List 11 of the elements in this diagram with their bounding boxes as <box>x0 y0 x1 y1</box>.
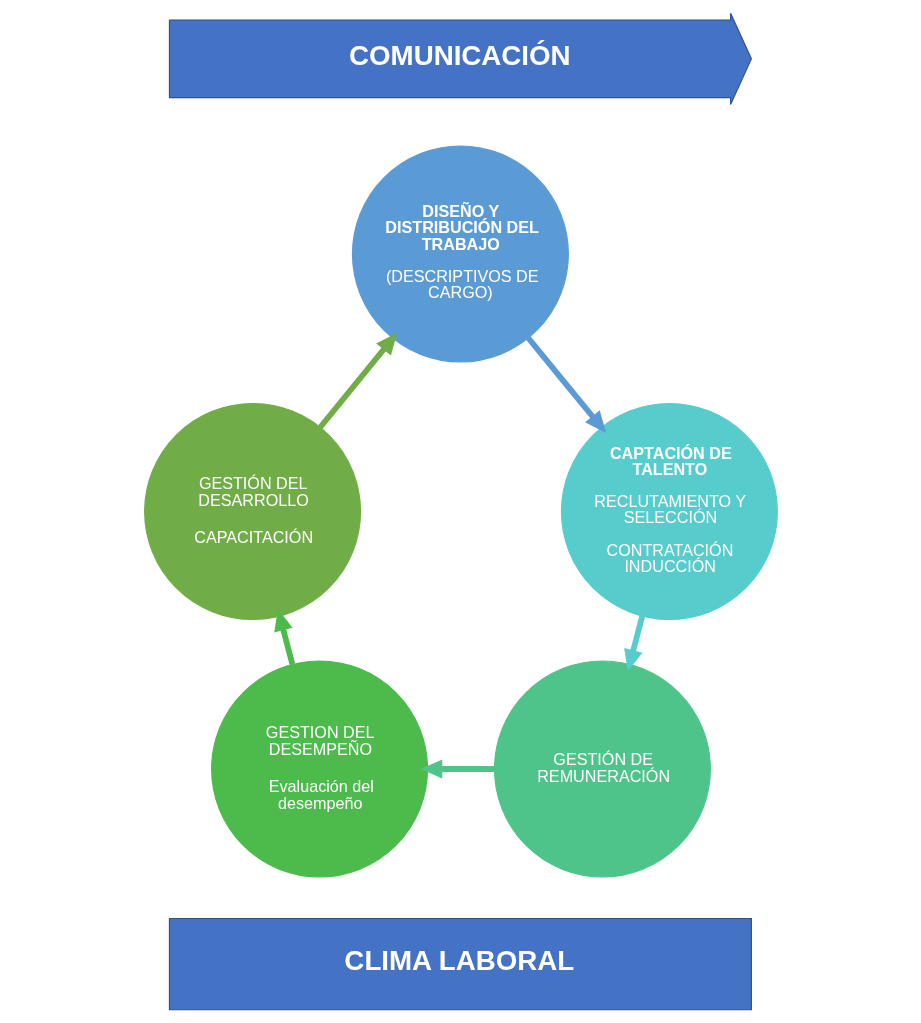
node-circle: GESTIÓN DE REMUNERACIÓN <box>493 660 711 878</box>
node-circle: GESTIÓN DEL DESARROLLO CAPACITACIÓN <box>143 402 361 621</box>
arrow <box>273 609 295 665</box>
node-box: CLIMA LABORAL <box>168 917 752 1011</box>
node-circle: GESTION DEL DESEMPEÑO Evaluación del desempeño <box>210 660 428 878</box>
arrow <box>623 615 645 672</box>
arrow <box>317 332 397 430</box>
node-circle: CAPTACIÓN DE TALENTO RECLUTAMIENTO Y SELECCIÓN CONTRATACIÓN INDUCCIÓN <box>560 402 778 621</box>
node-circle: DISEÑO Y DISTRIBUCIÓN DEL TRABAJO (DESCRIPTIVOS DE CARGO) <box>351 145 569 363</box>
arrow <box>420 759 494 779</box>
arrow <box>525 336 606 434</box>
